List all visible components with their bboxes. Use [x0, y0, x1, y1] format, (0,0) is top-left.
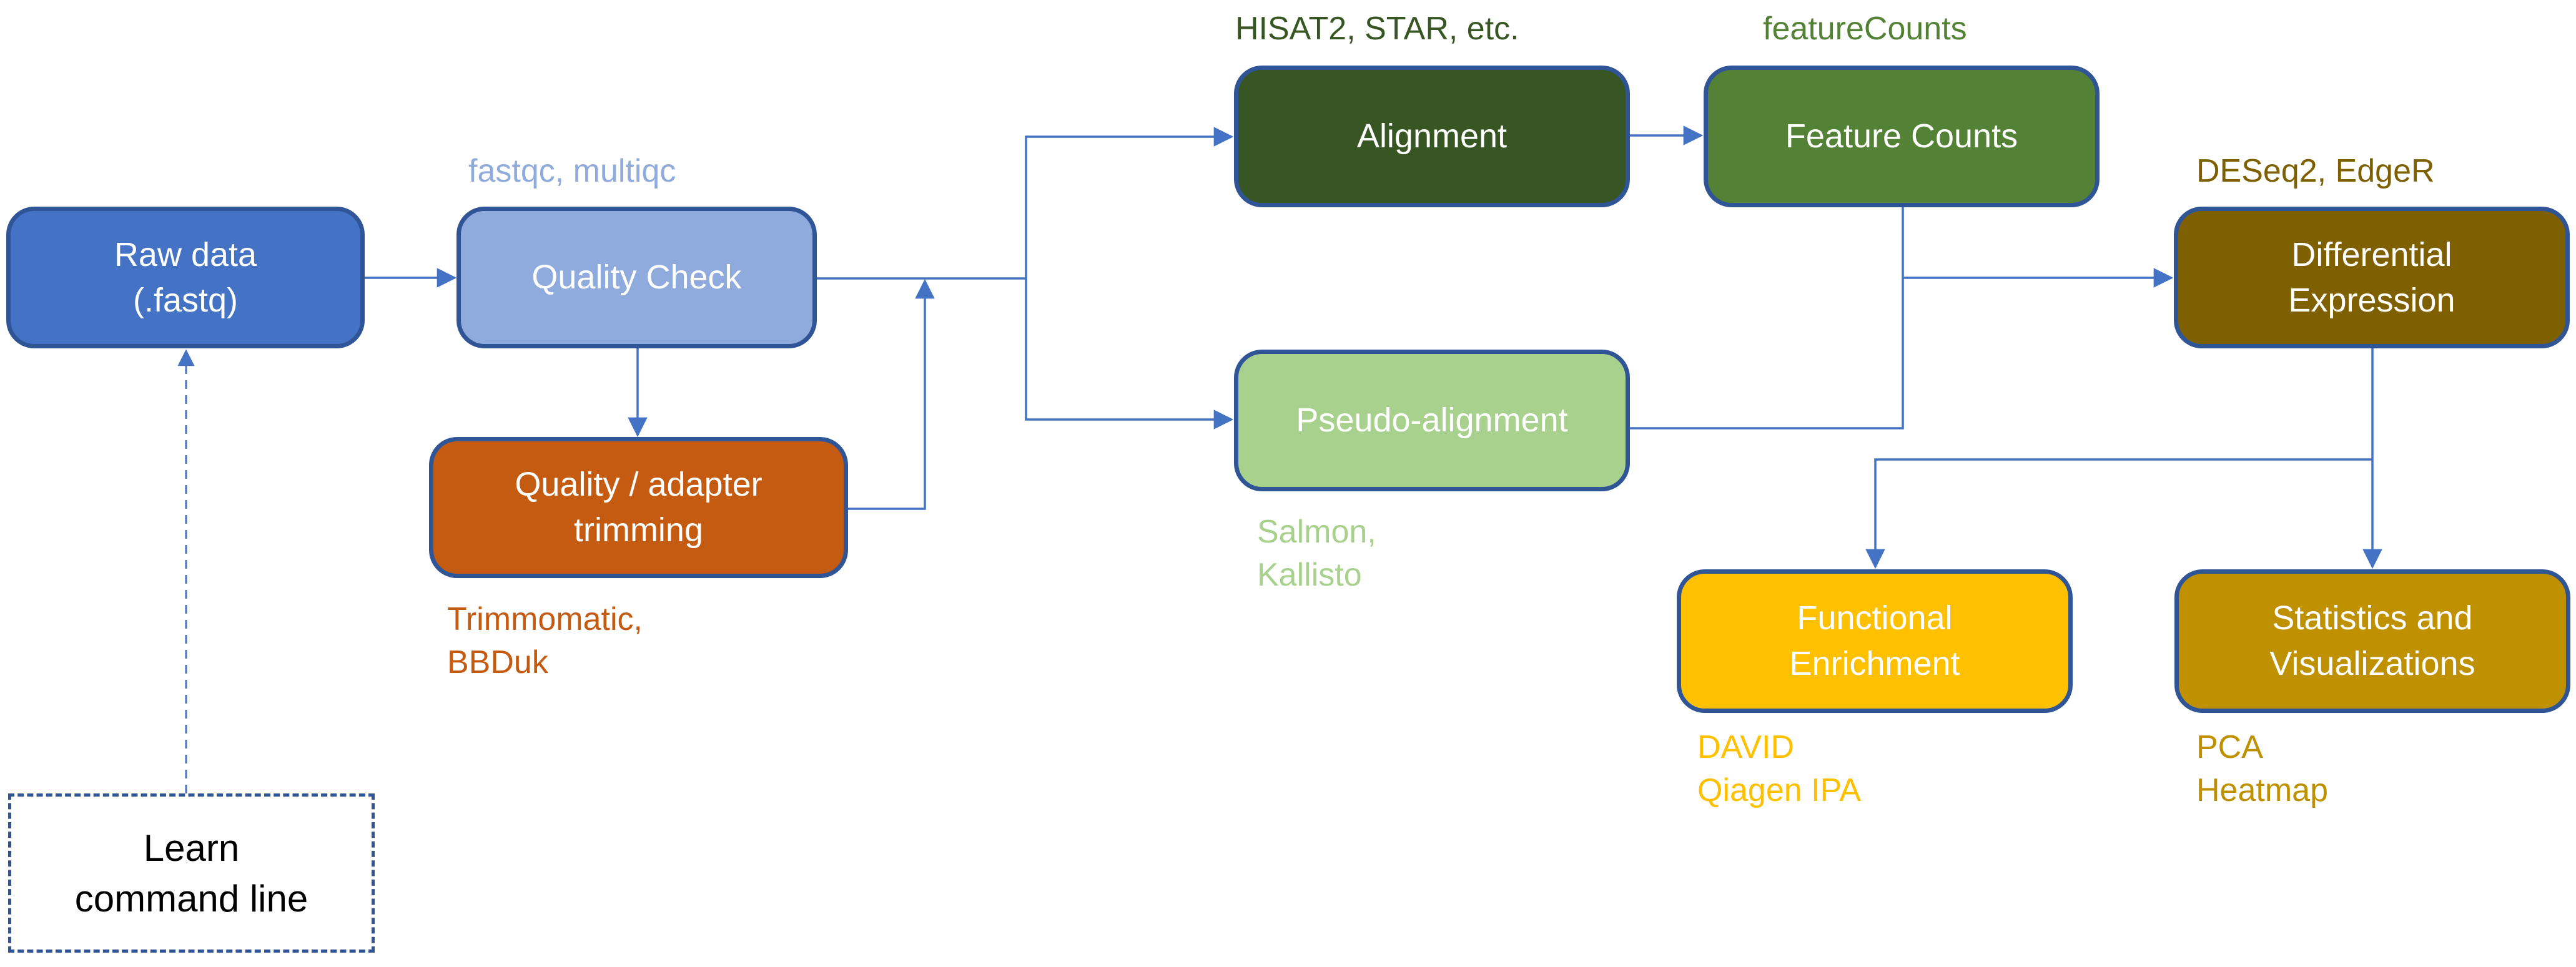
feature-counts-node: Feature Counts: [1704, 66, 2100, 207]
learn-label-1: Learn: [143, 827, 240, 869]
learn-label-2: command line: [74, 877, 308, 920]
stats-tools-label: PCA Heatmap: [2196, 726, 2328, 812]
pseudo-tool-2: Kallisto: [1257, 557, 1362, 594]
func-tool-1: DAVID: [1697, 729, 1795, 765]
de-tools-label: DESeq2, EdgeR: [2196, 153, 2435, 189]
raw-data-ext: (.fastq): [132, 281, 239, 319]
counts-tools-label: featureCounts: [1763, 11, 1967, 47]
qc-tools-label: fastqc, multiqc: [468, 153, 676, 189]
pseudo-alignment-node: Pseudo-alignment: [1234, 350, 1630, 491]
pseudo-alignment-label: Pseudo-alignment: [1296, 401, 1568, 439]
alignment-node: Alignment: [1234, 66, 1630, 207]
alignment-tools-label: HISAT2, STAR, etc.: [1235, 11, 1519, 47]
arrow-trim-to-main: [848, 278, 935, 510]
arrow-to-alignment: [1025, 127, 1234, 278]
trim-tool-2: BBDuk: [447, 644, 548, 681]
stats-tool-2: Heatmap: [2196, 772, 2328, 809]
pseudo-tools-label: Salmon, Kallisto: [1257, 511, 1376, 597]
de-label-1: Differential: [2291, 235, 2452, 273]
trimming-label-2: trimming: [573, 511, 703, 549]
alignment-label: Alignment: [1356, 117, 1508, 155]
quality-check-label: Quality Check: [531, 258, 742, 297]
raw-data-node: Raw data (.fastq): [6, 207, 365, 348]
learn-command-line-node: Learn command line: [8, 793, 375, 953]
trimming-node: Quality / adapter trimming: [429, 437, 848, 578]
de-label-2: Expression: [2288, 281, 2455, 319]
trimming-label-1: Quality / adapter: [515, 466, 762, 504]
pseudo-tool-1: Salmon,: [1257, 514, 1376, 550]
raw-data-label: Raw data: [114, 235, 257, 273]
func-tools-label: DAVID Qiagen IPA: [1697, 726, 1861, 812]
trim-tool-1: Trimmomatic,: [447, 601, 643, 637]
stats-label-2: Visualizations: [2269, 645, 2475, 682]
arrow-to-pseudo: [1025, 278, 1234, 430]
feature-counts-label: Feature Counts: [1785, 117, 2018, 155]
func-tool-2: Qiagen IPA: [1697, 772, 1862, 809]
func-label-2: Enrichment: [1789, 645, 1960, 682]
arrow-to-func: [1865, 458, 2372, 569]
line-counts-down: [1627, 207, 1904, 430]
stats-label-1: Statistics and: [2272, 599, 2473, 637]
stats-tool-1: PCA: [2196, 729, 2263, 765]
func-label-1: Functional: [1797, 599, 1953, 637]
quality-check-node: Quality Check: [456, 207, 817, 348]
trim-tools-label: Trimmomatic, BBDuk: [447, 598, 643, 684]
